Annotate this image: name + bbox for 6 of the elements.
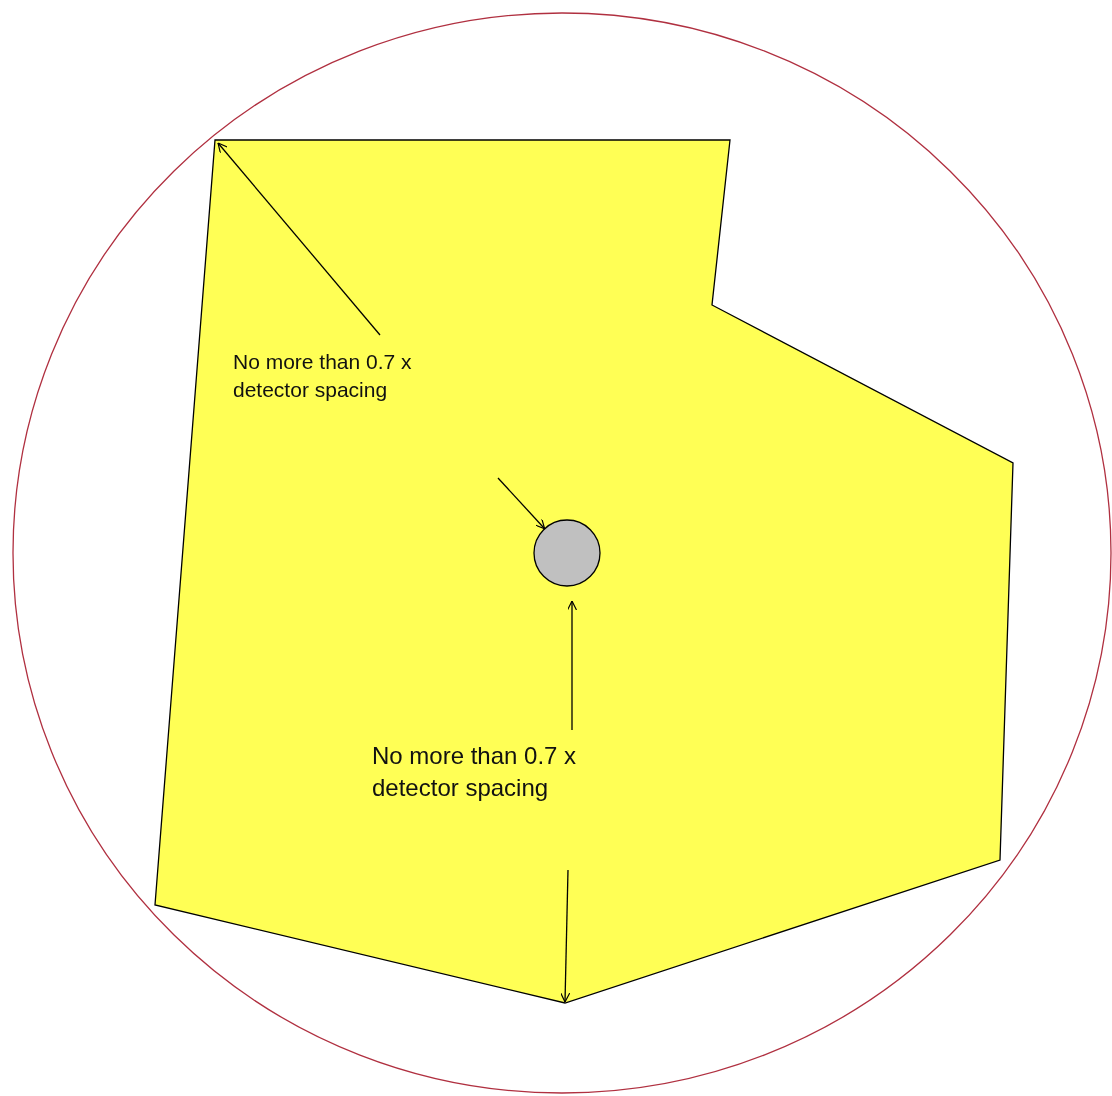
dimension-label: No more than 0.7 x detector spacing bbox=[233, 349, 413, 404]
arrow bbox=[497, 477, 546, 530]
coverage-area bbox=[154, 139, 1014, 1004]
detector-circle bbox=[533, 519, 601, 587]
dimension-label: No more than 0.7 x detector spacing bbox=[372, 741, 578, 804]
boundary-circle bbox=[12, 12, 1112, 1094]
